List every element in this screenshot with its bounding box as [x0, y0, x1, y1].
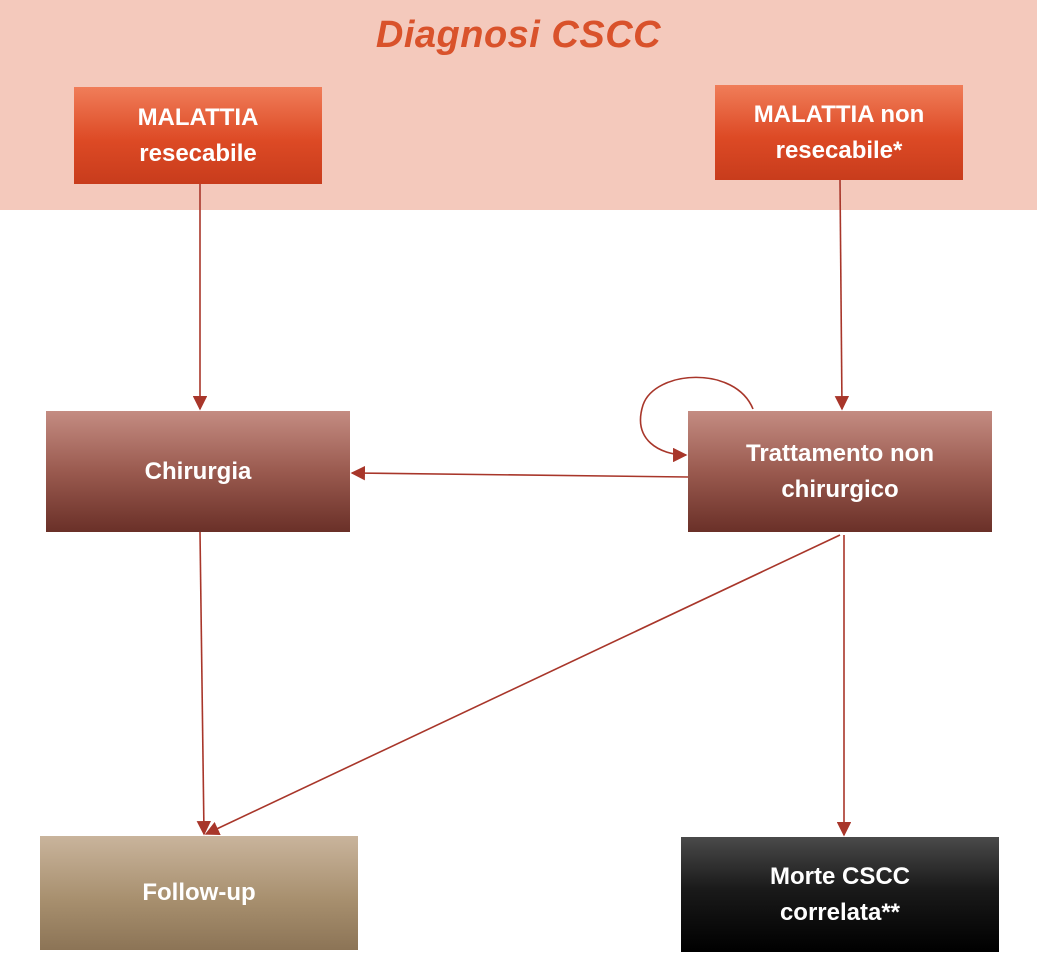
node-label-line1: Morte CSCC	[769, 862, 910, 890]
node-chirurgia: Chirurgia	[46, 411, 350, 532]
node-malattia-non-resecabile: MALATTIA non resecabile*	[715, 85, 963, 180]
edge-trattamento-to-chirurgia	[350, 465, 689, 481]
node-follow-up: Follow-up	[40, 836, 358, 950]
node-trattamento-non-chirurgico: Trattamento non chirurgico	[688, 411, 992, 532]
node-label-line1: MALATTIA non	[753, 100, 925, 128]
edge-non-resecabile-to-trattamento	[834, 179, 850, 411]
node-label-line2: resecabile*	[775, 136, 903, 164]
edge-trattamento-self-loop	[639, 376, 754, 463]
edge-chirurgia-to-follow-up	[196, 531, 212, 836]
node-label-line2: resecabile	[139, 139, 257, 167]
edge-trattamento-to-follow-up	[204, 534, 841, 835]
node-malattia-resecabile: MALATTIA resecabile	[74, 87, 322, 184]
node-label-line2: correlata**	[779, 898, 901, 926]
node-label-line2: chirurgico	[781, 475, 899, 503]
node-label-line1: MALATTIA	[137, 103, 259, 131]
diagram-title: Diagnosi CSCC	[375, 14, 662, 56]
node-label-line1: Trattamento non	[745, 439, 934, 467]
node-label-line1: Chirurgia	[144, 457, 252, 485]
node-label-line1: Follow-up	[142, 879, 256, 906]
node-morte-cscc-correlata: Morte CSCC correlata**	[681, 837, 999, 952]
